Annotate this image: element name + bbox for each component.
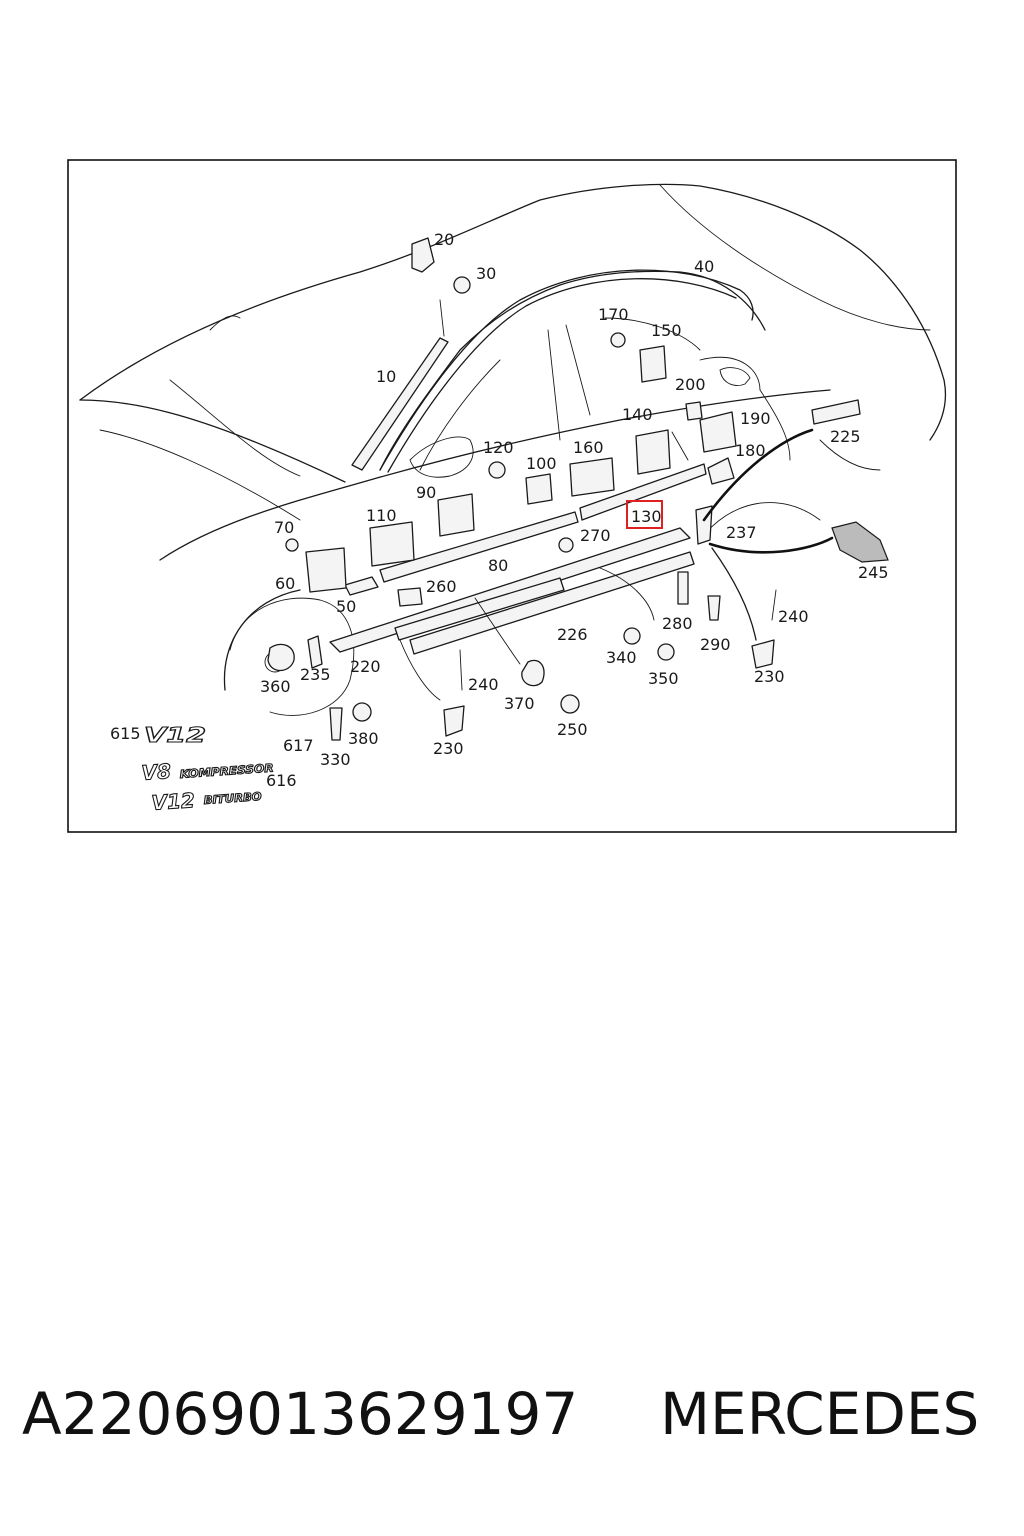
callout-290: 290 (700, 635, 731, 654)
badge-v12: V12 (144, 723, 206, 747)
callout-10: 10 (376, 367, 396, 386)
model-badges: V12 V8 KOMPRESSOR V12 BITURBO (140, 722, 274, 815)
part-number: A22069013629197 (22, 1380, 579, 1448)
callout-40: 40 (694, 257, 714, 276)
callout-30: 30 (476, 264, 496, 283)
callout-230-rear: 230 (754, 667, 785, 686)
callout-labels: 20 30 40 10 170 150 200 140 190 180 225 … (110, 230, 889, 790)
callout-225: 225 (830, 427, 861, 446)
callout-250: 250 (557, 720, 588, 739)
callout-380: 380 (348, 729, 379, 748)
highlight-box-130 (626, 500, 663, 529)
callout-50: 50 (336, 597, 356, 616)
callout-120: 120 (483, 438, 514, 457)
callout-70: 70 (274, 518, 294, 537)
callout-280: 280 (662, 614, 693, 633)
callout-160: 160 (573, 438, 604, 457)
callout-617: 617 (283, 736, 314, 755)
callout-270: 270 (580, 526, 611, 545)
callout-60: 60 (275, 574, 295, 593)
callout-260: 260 (426, 577, 457, 596)
callout-237: 237 (726, 523, 757, 542)
callout-360: 360 (260, 677, 291, 696)
callout-190: 190 (740, 409, 771, 428)
callout-90: 90 (416, 483, 436, 502)
callout-235: 235 (300, 665, 331, 684)
diagram-frame (67, 159, 957, 833)
callout-240-front: 240 (468, 675, 499, 694)
callout-130: 130 (631, 507, 662, 526)
callout-170: 170 (598, 305, 629, 324)
footer: A22069013629197 MERCEDES (0, 1380, 1024, 1470)
callout-220: 220 (350, 657, 381, 676)
callout-370: 370 (504, 694, 535, 713)
callout-80: 80 (488, 556, 508, 575)
brand-name: MERCEDES (660, 1380, 980, 1448)
badge-kompressor: KOMPRESSOR (179, 761, 274, 781)
callout-330: 330 (320, 750, 351, 769)
callout-616: 616 (266, 771, 297, 790)
callout-226: 226 (557, 625, 588, 644)
door-trim-strips (329, 463, 707, 655)
callout-100: 100 (526, 454, 557, 473)
badge-biturbo: BITURBO (203, 790, 262, 807)
callout-245: 245 (858, 563, 889, 582)
callout-200: 200 (675, 375, 706, 394)
badge-v8: V8 (141, 759, 172, 785)
leader-lines (399, 428, 834, 701)
callout-140: 140 (622, 405, 653, 424)
badge-v12-biturbo: V12 (151, 788, 196, 815)
callout-180: 180 (735, 441, 766, 460)
callout-230-front: 230 (433, 739, 464, 758)
callout-615: 615 (110, 724, 141, 743)
roof-trim-parts (351, 269, 754, 473)
fastener-icons (267, 237, 889, 741)
callout-150: 150 (651, 321, 682, 340)
callout-350: 350 (648, 669, 679, 688)
callout-240-rear: 240 (778, 607, 809, 626)
callout-110: 110 (366, 506, 397, 525)
callout-20: 20 (434, 230, 454, 249)
callout-340: 340 (606, 648, 637, 667)
